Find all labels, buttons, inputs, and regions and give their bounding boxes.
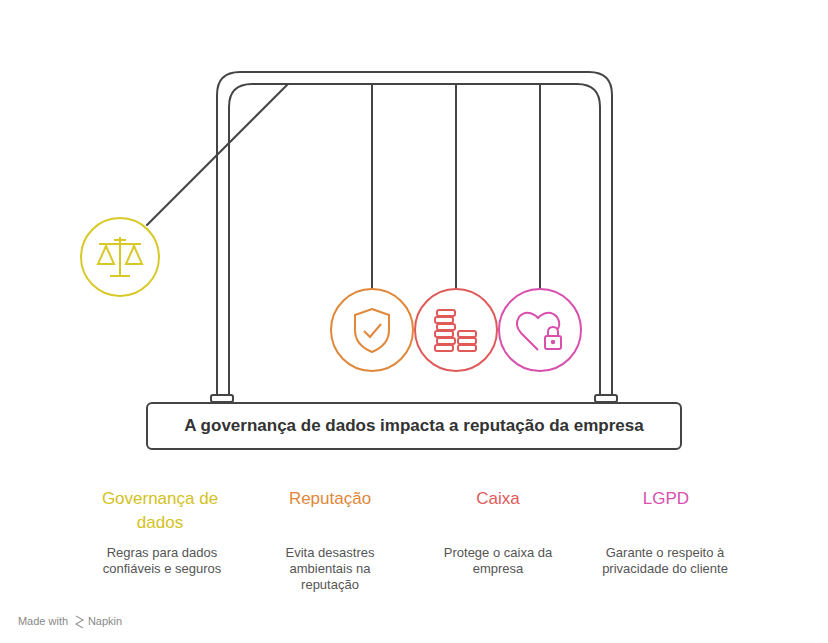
shield-ball <box>331 289 413 371</box>
scale-ball <box>81 218 159 296</box>
column-heading: LGPD <box>591 487 741 511</box>
statement-text: A governança de dados impacta a reputaçã… <box>184 416 643 436</box>
watermark-brand: Napkin <box>83 614 127 628</box>
cradle-frame <box>147 72 617 402</box>
column-body: Garante o respeito à privacidade do clie… <box>593 545 738 577</box>
watermark-text: Made with <box>13 614 73 628</box>
column-heading: Governança de dados <box>80 487 240 535</box>
coins-ball <box>415 289 497 371</box>
column-body: Evita desastres ambientais na reputação <box>268 545 393 593</box>
column-body: Regras para dados confiáveis e seguros <box>87 545 237 577</box>
heart-lock-ball <box>499 289 581 371</box>
column-heading: Reputação <box>255 487 405 511</box>
napkin-logo <box>76 616 83 628</box>
column-heading: Caixa <box>423 487 573 511</box>
statement-box: A governança de dados impacta a reputaçã… <box>146 402 682 450</box>
column-body: Protege o caixa da empresa <box>428 545 568 577</box>
